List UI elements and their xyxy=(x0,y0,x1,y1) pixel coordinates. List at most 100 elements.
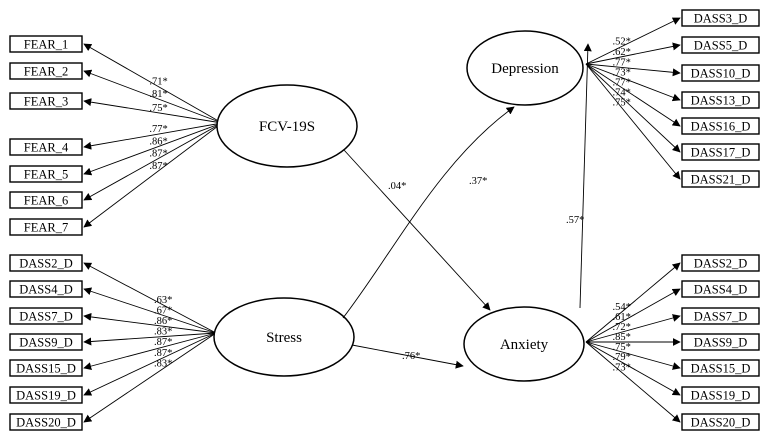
fear-loading-value: .87* xyxy=(149,161,167,172)
depression-loading-arrow xyxy=(585,42,681,65)
depression-indicator-label: DASS3_D xyxy=(694,12,748,26)
stress-loading-arrow xyxy=(83,332,217,371)
fear-indicator-label: FEAR_4 xyxy=(24,141,69,155)
fear-loading-arrow xyxy=(83,122,223,176)
fear-loading-arrow xyxy=(83,43,223,124)
depression-loading-arrow xyxy=(585,63,681,180)
stress-loading-value: .63* xyxy=(154,295,172,306)
anxiety-indicator-label: DASS2_D xyxy=(694,257,748,271)
anxiety-loading-value: .72* xyxy=(613,322,631,333)
depression-loading-value: .77* xyxy=(613,57,631,68)
fear-indicator-box: FEAR_2 xyxy=(9,62,83,80)
depression-loading-value: .75* xyxy=(613,98,631,109)
stress-loading-arrow xyxy=(83,312,217,334)
fear-loading-value: .77* xyxy=(149,124,167,135)
depression-loading-value: .73* xyxy=(613,68,631,79)
anxiety-loading-value: .85* xyxy=(613,332,631,343)
anxiety-loading-value: .79* xyxy=(613,352,631,363)
anxiety-indicator-label: DASS9_D xyxy=(694,336,748,350)
stress-indicator-box: DASS2_D xyxy=(9,254,83,272)
anxiety-loading-arrow xyxy=(585,288,681,343)
depression-indicator-label: DASS10_D xyxy=(691,67,751,81)
anxiety-indicator-label: DASS7_D xyxy=(694,310,748,324)
fear-loading-arrow xyxy=(83,122,223,201)
depression-indicator-label: DASS21_D xyxy=(691,173,751,187)
latent-depression: Depression xyxy=(466,30,584,106)
indicator-boxes: FEAR_1FEAR_2FEAR_3FEAR_4FEAR_5FEAR_6FEAR… xyxy=(9,9,760,431)
depression-indicator-label: DASS13_D xyxy=(691,94,751,108)
fear-indicator-box: FEAR_7 xyxy=(9,218,83,236)
depression-loading-arrow xyxy=(585,63,681,153)
path-anxiety-to-depression xyxy=(579,43,592,309)
fear-indicator-box: FEAR_5 xyxy=(9,165,83,183)
fear-indicator-label: FEAR_6 xyxy=(24,194,68,208)
anxiety-loading-value: .61* xyxy=(613,312,631,323)
stress-indicator-label: DASS7_D xyxy=(19,310,73,324)
stress-indicator-box: DASS9_D xyxy=(9,333,83,351)
stress-indicator-label: DASS9_D xyxy=(19,336,73,350)
path-stress-to-depression xyxy=(342,106,515,319)
stress-loading-value: .83* xyxy=(154,327,172,338)
depression-indicator-box: DASS3_D xyxy=(681,9,760,27)
stress-indicator-label: DASS4_D xyxy=(19,283,73,297)
stress-loading-arrow xyxy=(83,287,217,334)
structural-paths: .04* .37* .76* .57* xyxy=(342,43,592,369)
anxiety-indicator-label: DASS20_D xyxy=(691,416,751,430)
fear-indicator-label: FEAR_3 xyxy=(24,95,68,109)
anxiety-loading-arrow xyxy=(585,314,681,343)
fear-indicator-box: FEAR_3 xyxy=(9,92,83,110)
anxiety-indicator-box: DASS19_D xyxy=(681,386,760,404)
path-arrows: .71*.81*.75*.77*.86*.87*.87*.63*.67*.86*… xyxy=(83,17,681,423)
anxiety-indicator-label: DASS19_D xyxy=(691,389,751,403)
depression-indicator-box: DASS17_D xyxy=(681,143,760,161)
depression-indicator-label: DASS17_D xyxy=(691,146,751,160)
stress-loading-arrow xyxy=(83,332,217,423)
latent-stress: Stress xyxy=(213,297,355,377)
fear-indicator-box: FEAR_4 xyxy=(9,138,83,156)
stress-loading-arrow xyxy=(83,332,217,396)
stress-loading-value: .67* xyxy=(154,305,172,316)
latent-anxiety-label: Anxiety xyxy=(500,337,549,353)
stress-indicator-box: DASS15_D xyxy=(9,359,83,377)
depression-indicator-label: DASS16_D xyxy=(691,120,751,134)
coef-fcv-to-anxiety: .04* xyxy=(388,181,406,192)
depression-loading-value: .62* xyxy=(613,47,631,58)
stress-loading-value: .86* xyxy=(154,316,172,327)
stress-loading-value: .87* xyxy=(154,348,172,359)
stress-indicator-box: DASS19_D xyxy=(9,386,83,404)
depression-indicator-box: DASS16_D xyxy=(681,117,760,135)
depression-loading-arrow xyxy=(585,63,681,102)
fear-loading-value: .87* xyxy=(149,148,167,159)
anxiety-loading-value: .54* xyxy=(613,302,631,313)
anxiety-loading-value: .73* xyxy=(613,362,631,373)
anxiety-loading-arrow xyxy=(585,341,681,396)
stress-loading-arrow xyxy=(83,262,217,334)
anxiety-loading-value: .75* xyxy=(613,342,631,353)
coef-stress-to-anxiety: .76* xyxy=(402,351,420,362)
path-fcv-to-anxiety xyxy=(343,149,491,311)
anxiety-indicator-box: DASS7_D xyxy=(681,307,760,325)
fear-loading-value: .81* xyxy=(149,89,167,100)
latent-stress-label: Stress xyxy=(266,330,302,346)
anxiety-indicator-label: DASS4_D xyxy=(694,283,748,297)
depression-loading-arrow xyxy=(585,63,681,127)
anxiety-indicator-box: DASS4_D xyxy=(681,280,760,298)
anxiety-indicator-box: DASS9_D xyxy=(681,333,760,351)
latent-anxiety: Anxiety xyxy=(463,306,585,382)
fear-loading-arrow xyxy=(83,69,223,124)
stress-loading-arrow xyxy=(83,332,217,346)
fear-loading-value: .71* xyxy=(149,77,167,88)
anxiety-indicator-label: DASS15_D xyxy=(691,362,751,376)
fear-indicator-label: FEAR_7 xyxy=(24,221,68,235)
anxiety-loading-arrow xyxy=(585,341,681,423)
coef-stress-to-depression: .37* xyxy=(469,176,487,187)
depression-indicator-box: DASS13_D xyxy=(681,91,760,109)
anxiety-loading-arrow xyxy=(585,262,681,343)
stress-indicator-label: DASS20_D xyxy=(16,416,76,430)
anxiety-indicator-box: DASS2_D xyxy=(681,254,760,272)
path-stress-to-anxiety xyxy=(351,344,464,369)
latent-depression-label: Depression xyxy=(491,61,559,77)
depression-indicator-label: DASS5_D xyxy=(694,39,748,53)
stress-indicator-label: DASS2_D xyxy=(19,257,73,271)
stress-indicator-box: DASS20_D xyxy=(9,413,83,431)
